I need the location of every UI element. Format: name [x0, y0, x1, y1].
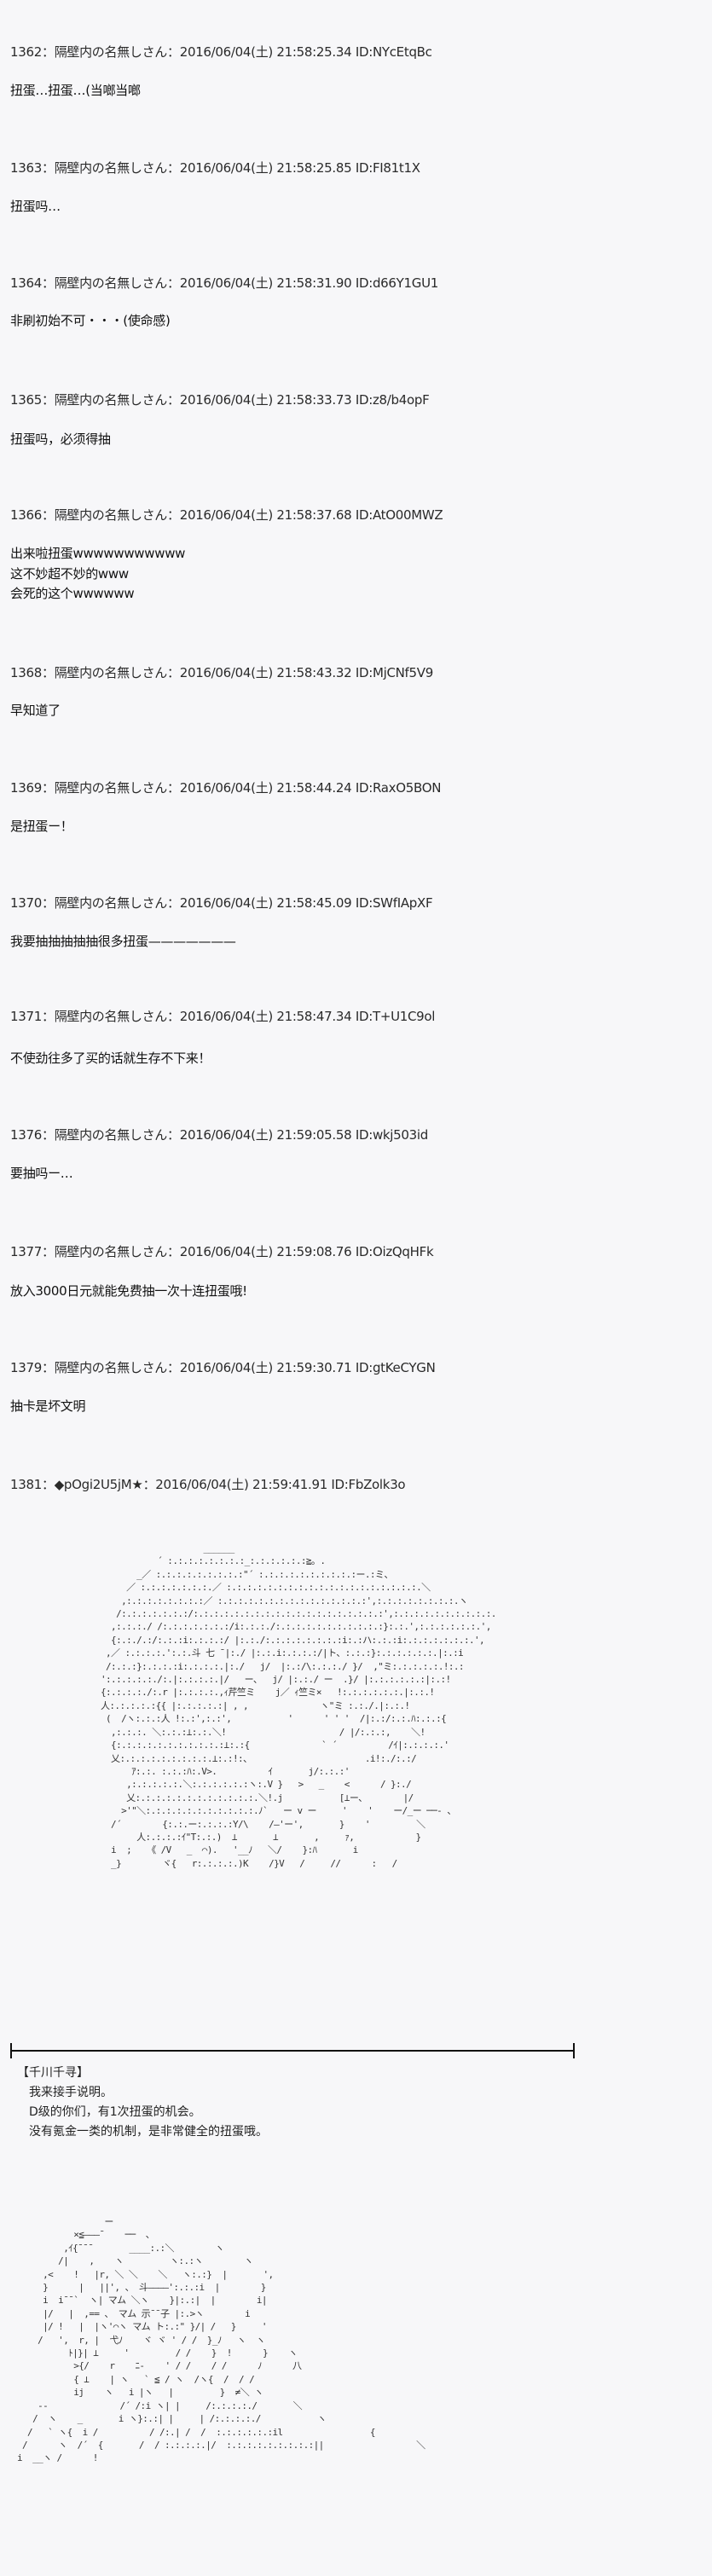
post-header-1369: 1369：隔壁内の名無しさん：2016/06/04(土) 21:58:44.24… — [10, 780, 442, 796]
post-id: ID:z8/b4opF — [355, 392, 430, 408]
post-author: 隔壁内の名無しさん — [54, 507, 168, 523]
post-date: 2016/06/04(土) 21:58:37.68 — [179, 507, 352, 523]
ascii-art-portrait-bottom: ー ×≦―――¯ ── 、 ,ｲ{¯¯¯ ____:.:＼ ヽ /| , ヽ ヽ… — [17, 2216, 425, 2464]
dialogue-line-3: 没有氪金一类的机制，是非常健全的扭蛋哦。 — [29, 2125, 268, 2139]
post-body-1362: 扭蛋…扭蛋…(当啷当啷 — [10, 83, 141, 98]
post-author-tripcode: ◆pOgi2U5jM★ — [54, 1477, 143, 1492]
post-header-1364: 1364：隔壁内の名無しさん：2016/06/04(土) 21:58:31.90… — [10, 275, 439, 291]
post-author: 隔壁内の名無しさん — [54, 1009, 168, 1024]
ascii-art-portrait-top: ______ ´ :.:.:.:.:.:.:.:_:.:.:.:.:.:≧。. … — [101, 1543, 496, 1869]
divider-tick-right — [573, 2043, 575, 2058]
post-number: 1365 — [10, 392, 42, 408]
post-author: 隔壁内の名無しさん — [54, 44, 168, 60]
post-date: 2016/06/04(土) 21:58:31.90 — [179, 275, 352, 291]
post-author: 隔壁内の名無しさん — [54, 1244, 168, 1259]
post-id: ID:AtO00MWZ — [355, 507, 443, 523]
post-date: 2016/06/04(土) 21:58:47.34 — [179, 1009, 352, 1024]
post-number: 1363 — [10, 160, 42, 176]
post-number: 1379 — [10, 1360, 42, 1375]
post-date: 2016/06/04(土) 21:58:44.24 — [179, 780, 352, 796]
post-body-1376: 要抽吗ー… — [10, 1166, 73, 1181]
post-body-1364: 非刷初始不可・・・(使命感) — [10, 313, 171, 328]
post-body-1379: 抽卡是坏文明 — [10, 1398, 86, 1414]
post-header-1368: 1368：隔壁内の名無しさん：2016/06/04(土) 21:58:43.32… — [10, 665, 433, 680]
post-date: 2016/06/04(土) 21:59:30.71 — [179, 1360, 352, 1375]
post-date: 2016/06/04(土) 21:58:45.09 — [179, 895, 352, 911]
post-header-1381: 1381：◆pOgi2U5jM★：2016/06/04(土) 21:59:41.… — [10, 1477, 406, 1492]
post-number: 1377 — [10, 1244, 42, 1259]
post-id: ID:RaxO5BON — [355, 780, 442, 796]
dialogue-line-2: D级的你们，有1次扭蛋的机会。 — [29, 2105, 201, 2119]
post-author: 隔壁内の名無しさん — [54, 780, 168, 796]
post-date: 2016/06/04(土) 21:58:33.73 — [179, 392, 352, 408]
post-header-1371: 1371：隔壁内の名無しさん：2016/06/04(土) 21:58:47.34… — [10, 1009, 436, 1024]
post-header-1366: 1366：隔壁内の名無しさん：2016/06/04(土) 21:58:37.68… — [10, 507, 443, 523]
post-body-1368: 早知道了 — [10, 703, 61, 718]
post-date: 2016/06/04(土) 21:58:25.85 — [179, 160, 352, 176]
post-body-1366-line1: 出来啦扭蛋wwwwwwwwwww — [10, 546, 186, 561]
divider-tick-left — [10, 2043, 12, 2058]
post-date: 2016/06/04(土) 21:58:43.32 — [179, 665, 352, 680]
post-id: ID:gtKeCYGN — [355, 1360, 436, 1375]
post-number: 1369 — [10, 780, 42, 796]
post-header-1370: 1370：隔壁内の名無しさん：2016/06/04(土) 21:58:45.09… — [10, 895, 433, 911]
post-id: ID:NYcEtqBc — [355, 44, 432, 60]
post-author: 隔壁内の名無しさん — [54, 275, 168, 291]
post-body-1377: 放入3000日元就能免费抽一次十连扭蛋哦! — [10, 1283, 247, 1299]
post-body-1371: 不使劲往多了买的话就生存不下来！ — [10, 1051, 211, 1066]
post-id: ID:OizQqHFk — [355, 1244, 434, 1259]
post-id: ID:SWfIApXF — [355, 895, 433, 911]
post-id: ID:T+U1C9ol — [355, 1009, 436, 1024]
post-id: ID:MjCNf5V9 — [355, 665, 433, 680]
post-author: 隔壁内の名無しさん — [54, 392, 168, 408]
post-id: ID:FbZolk3o — [331, 1477, 406, 1492]
post-header-1379: 1379：隔壁内の名無しさん：2016/06/04(土) 21:59:30.71… — [10, 1360, 436, 1375]
post-id: ID:wkj503id — [355, 1127, 428, 1143]
post-header-1377: 1377：隔壁内の名無しさん：2016/06/04(土) 21:59:08.76… — [10, 1244, 434, 1259]
post-body-1369: 是扭蛋ー！ — [10, 819, 73, 834]
post-number: 1368 — [10, 665, 42, 680]
post-author: 隔壁内の名無しさん — [54, 895, 168, 911]
post-header-1362: 1362：隔壁内の名無しさん：2016/06/04(土) 21:58:25.34… — [10, 44, 432, 60]
post-date: 2016/06/04(土) 21:59:08.76 — [179, 1244, 352, 1259]
post-header-1363: 1363：隔壁内の名無しさん：2016/06/04(土) 21:58:25.85… — [10, 160, 420, 176]
post-date: 2016/06/04(土) 21:58:25.34 — [179, 44, 352, 60]
dialogue-caption: 【千川千寻】 我来接手说明。 D级的你们，有1次扭蛋的机会。 没有氪金一类的机制… — [17, 2064, 268, 2142]
post-author: 隔壁内の名無しさん — [54, 1360, 168, 1375]
post-number: 1366 — [10, 507, 42, 523]
post-author: 隔壁内の名無しさん — [54, 1127, 168, 1143]
post-number: 1381 — [10, 1477, 42, 1492]
post-body-1370: 我要抽抽抽抽抽很多扭蛋——————— — [10, 934, 236, 949]
post-author: 隔壁内の名無しさん — [54, 665, 168, 680]
post-body-1366-line2: 这不妙超不妙的www — [10, 566, 129, 582]
post-number: 1370 — [10, 895, 42, 911]
dialogue-line-1: 我来接手说明。 — [29, 2086, 113, 2099]
post-body-1366-line3: 会死的这个wwwwww — [10, 586, 135, 601]
post-number: 1376 — [10, 1127, 42, 1143]
speaker-name: 【千川千寻】 — [17, 2066, 89, 2080]
post-header-1376: 1376：隔壁内の名無しさん：2016/06/04(土) 21:59:05.58… — [10, 1127, 428, 1143]
post-body-1365: 扭蛋吗，必须得抽 — [10, 431, 111, 447]
post-body-1363: 扭蛋吗… — [10, 199, 61, 214]
post-id: ID:d66Y1GU1 — [355, 275, 439, 291]
post-author: 隔壁内の名無しさん — [54, 160, 168, 176]
post-date: 2016/06/04(土) 21:59:05.58 — [179, 1127, 352, 1143]
post-header-1365: 1365：隔壁内の名無しさん：2016/06/04(土) 21:58:33.73… — [10, 392, 430, 408]
caption-divider-line — [10, 2050, 575, 2052]
post-id: ID:FI81t1X — [355, 160, 420, 176]
post-number: 1364 — [10, 275, 42, 291]
post-number: 1371 — [10, 1009, 42, 1024]
post-date: 2016/06/04(土) 21:59:41.91 — [155, 1477, 327, 1492]
post-number: 1362 — [10, 44, 42, 60]
